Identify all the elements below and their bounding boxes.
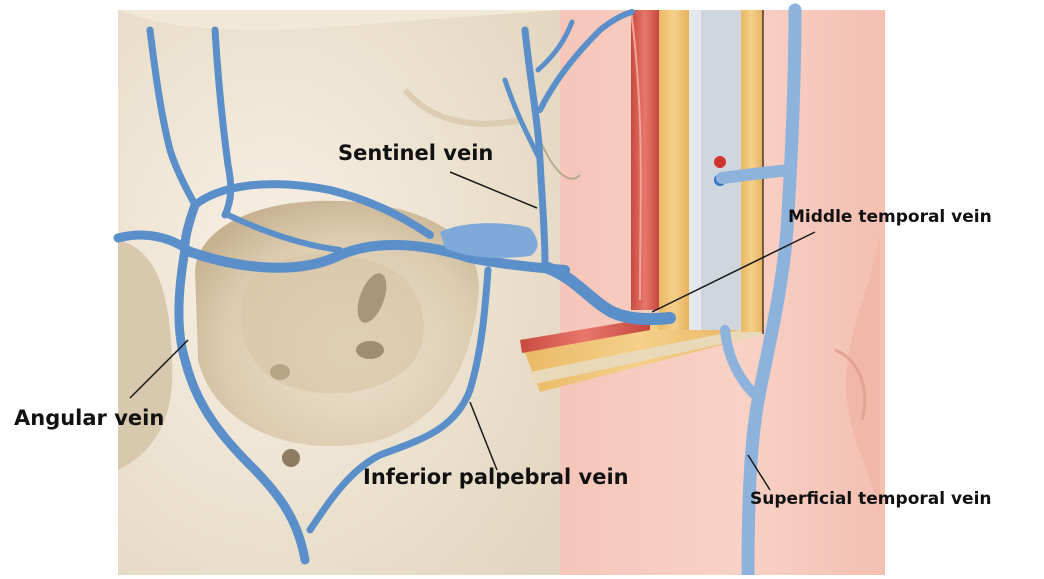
section-deep-fascia [701,10,741,330]
section-fat [659,10,689,330]
section-fascia [689,10,701,330]
orbit-floor-shadow [241,254,424,394]
label-middle-temporal-vein: Middle temporal vein [788,209,992,226]
optic-canal [356,341,384,359]
temporal-communicating-vein [722,170,790,178]
lacrimal-fossa [270,364,290,380]
label-superficial-temporal-vein: Superficial temporal vein [750,491,992,508]
label-angular-vein: Angular vein [14,408,164,429]
infraorbital-foramen [282,449,300,467]
label-sentinel-vein: Sentinel vein [338,143,493,164]
artery-section-red [714,156,726,168]
label-inferior-palpebral-vein: Inferior palpebral vein [363,467,629,488]
